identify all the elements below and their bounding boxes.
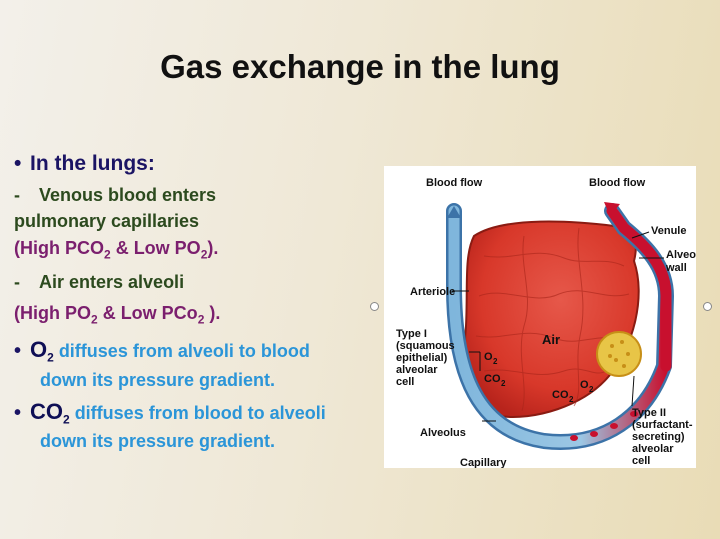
slide-title: Gas exchange in the lung (160, 48, 560, 85)
dash-icon: - (14, 185, 20, 205)
bullet-in-lungs: •In the lungs: (14, 152, 155, 175)
label-type1-5: cell (396, 376, 414, 388)
label-o2: O (484, 351, 493, 363)
co2-bullet: •CO2 diffuses from blood to alveoli (14, 398, 326, 427)
resize-handle-right[interactable] (703, 302, 712, 311)
label-type2-4: alveolar (632, 443, 674, 455)
label-type1-2: (squamous (396, 340, 455, 352)
svg-text:2: 2 (569, 395, 574, 404)
label-type1-1: Type I (396, 328, 427, 340)
svg-text:2: 2 (589, 385, 594, 394)
alveolus-illustration: Blood flow Blood flow Venule Alveolar wa… (396, 177, 696, 468)
alveolus-sac (463, 220, 640, 418)
label-alveolus: Alveolus (420, 427, 466, 439)
bullet-dot-icon: • (14, 340, 22, 363)
label-type2-5: cell (632, 455, 650, 467)
svg-text:2: 2 (501, 379, 506, 388)
alveolus-diagram: Blood flow Blood flow Venule Alveolar wa… (384, 166, 696, 468)
co2-bullet-line-2: down its pressure gradient. (40, 431, 276, 452)
label-type2-3: secreting) (632, 431, 685, 443)
bullet-dot-icon: • (14, 152, 22, 175)
label-type2-2: (surfactant- (632, 419, 693, 431)
label-blood-flow-left: Blood flow (426, 177, 483, 189)
label-air: Air (542, 332, 560, 347)
label-arteriole: Arteriole (410, 286, 455, 298)
label-co2: CO (484, 373, 501, 385)
label-alveolar-wall-1: Alveolar (666, 249, 696, 261)
flow-arrow-right (604, 202, 620, 216)
resize-handle-left[interactable] (370, 302, 379, 311)
label-type1-4: alveolar (396, 364, 438, 376)
label-o2-bottom: O (580, 379, 589, 391)
venous-line-3: (High PCO2 & Low PO2). (14, 238, 219, 262)
svg-text:2: 2 (493, 357, 498, 366)
label-blood-flow-right: Blood flow (589, 177, 646, 189)
type-ii-cell (596, 331, 642, 377)
bullet-list: •In the lungs: -Venous blood enters pulm… (14, 152, 389, 452)
label-alveolar-wall-2: wall (665, 262, 687, 274)
air-line-1: -Air enters alveoli (14, 269, 389, 295)
o2-bullet-line-2: down its pressure gradient. (40, 369, 276, 390)
label-type2-1: Type II (632, 407, 666, 419)
bullet-dot-icon: • (14, 401, 22, 424)
label-co2-bottom: CO (552, 389, 569, 401)
flow-arrow-left (447, 206, 461, 218)
label-type1-3: epithelial) (396, 352, 448, 364)
venous-line-1: -Venous blood enters (14, 182, 389, 208)
label-capillary: Capillary (460, 457, 507, 468)
venous-line-2: pulmonary capillaries (14, 211, 200, 231)
label-venule: Venule (651, 225, 686, 237)
o2-bullet: •O2 diffuses from alveoli to blood (14, 337, 310, 365)
dash-icon: - (14, 271, 20, 292)
air-line-2: (High PO2 & Low PCo2 ). (14, 302, 221, 327)
